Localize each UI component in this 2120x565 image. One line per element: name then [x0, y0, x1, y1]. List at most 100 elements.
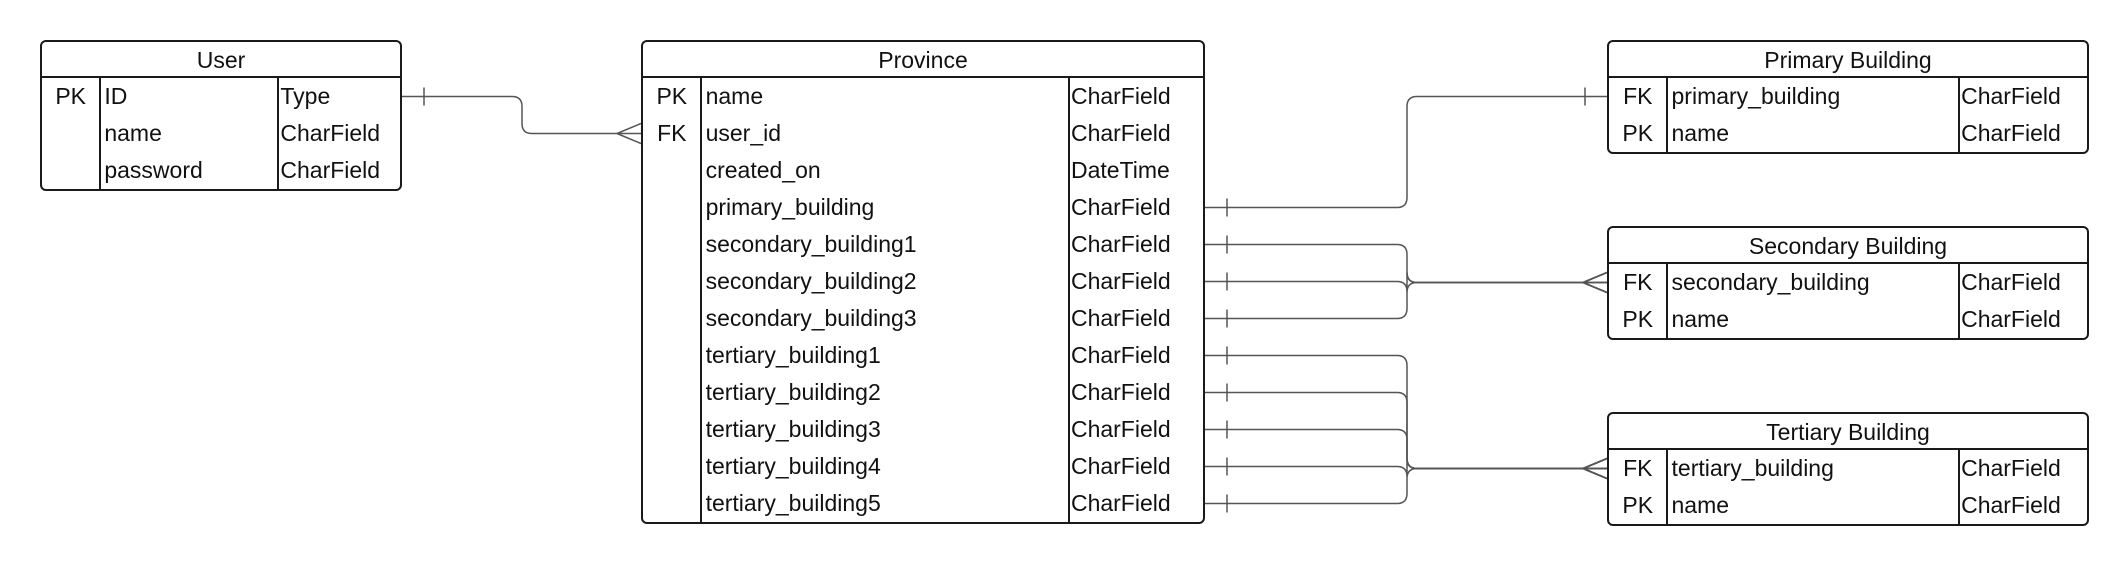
field-type: CharField [1070, 416, 1171, 442]
entity-title: Province [643, 42, 1203, 78]
field-type: CharField [1070, 305, 1171, 331]
table-row: FK primary_building CharField [1609, 78, 2087, 115]
field-name: name [1671, 306, 1730, 332]
field-name: name [705, 83, 764, 109]
field-type: CharField [1961, 492, 2061, 518]
field-name: tertiary_building2 [705, 379, 881, 405]
relationship-line [1205, 428, 1607, 470]
field-name: tertiary_building4 [705, 453, 881, 479]
field-name: name [104, 120, 162, 146]
key-cell [643, 152, 701, 189]
key-cell [643, 226, 701, 263]
field-name: primary_building [705, 194, 875, 220]
field-type: CharField [1070, 490, 1171, 516]
key-cell [643, 448, 701, 485]
table-row: PK name CharField [1609, 487, 2087, 524]
column-divider [1068, 78, 1070, 522]
column-divider [277, 78, 279, 189]
key-cell: FK [657, 120, 687, 146]
column-divider [1666, 264, 1668, 338]
field-name: secondary_building2 [705, 268, 917, 294]
table-row: secondary_building2 CharField [643, 263, 1203, 300]
field-name: tertiary_building1 [705, 342, 881, 368]
key-cell [643, 263, 701, 300]
field-type: CharField [1961, 83, 2061, 109]
table-row: tertiary_building2 CharField [643, 374, 1203, 411]
column-divider [1666, 78, 1668, 152]
key-cell [643, 337, 701, 374]
field-type: CharField [280, 120, 381, 146]
column-divider [1666, 450, 1668, 524]
key-cell: PK [1622, 492, 1654, 518]
table-row: PK ID Type [42, 78, 400, 115]
key-cell [643, 300, 701, 337]
key-cell: PK [1622, 120, 1654, 146]
field-name: ID [104, 83, 128, 109]
relationship-line [402, 95, 641, 135]
field-type: CharField [1961, 120, 2061, 146]
table-row: primary_building CharField [643, 189, 1203, 226]
field-type: Type [280, 83, 331, 109]
key-cell [42, 152, 99, 189]
field-type: CharField [1961, 269, 2061, 295]
field-type: CharField [280, 157, 381, 183]
field-name: tertiary_building3 [705, 416, 881, 442]
table-row: secondary_building1 CharField [643, 226, 1203, 263]
field-type: DateTime [1070, 157, 1170, 183]
field-name: primary_building [1671, 83, 1841, 109]
field-name: password [104, 157, 203, 183]
key-cell [643, 189, 701, 226]
table-row: password CharField [42, 152, 400, 189]
column-divider [1958, 450, 1960, 524]
table-row: name CharField [42, 115, 400, 152]
field-name: secondary_building [1671, 269, 1870, 295]
many-marker [1582, 457, 1608, 480]
relationship-line [1205, 95, 1607, 209]
key-cell: PK [656, 83, 688, 109]
field-type: CharField [1070, 231, 1171, 257]
field-type: CharField [1070, 379, 1171, 405]
relationship-line [1205, 272, 1607, 292]
entity-title: Secondary Building [1609, 228, 2087, 264]
key-cell: PK [55, 83, 87, 109]
relationship-line [1205, 467, 1607, 505]
key-cell: FK [1623, 269, 1653, 295]
key-cell: FK [1623, 455, 1653, 481]
table-row: FK secondary_building CharField [1609, 264, 2087, 301]
entity-title: User [42, 42, 400, 78]
relationship-line [1205, 391, 1607, 470]
field-type: CharField [1961, 455, 2061, 481]
field-type: CharField [1070, 268, 1171, 294]
table-row: tertiary_building3 CharField [643, 411, 1203, 448]
field-name: secondary_building3 [705, 305, 917, 331]
field-type: CharField [1070, 194, 1171, 220]
many-marker [1582, 271, 1608, 294]
field-name: secondary_building1 [705, 231, 917, 257]
key-cell [643, 411, 701, 448]
field-type: CharField [1070, 342, 1171, 368]
column-divider [1958, 78, 1960, 152]
field-name: name [1671, 492, 1730, 518]
many-marker [616, 122, 642, 145]
relationship-line [1205, 281, 1607, 320]
relationship-line [1205, 354, 1607, 470]
relationship-line [1205, 243, 1607, 284]
entity-title: Tertiary Building [1609, 414, 2087, 450]
key-cell: FK [1623, 83, 1653, 109]
key-cell [42, 115, 99, 152]
